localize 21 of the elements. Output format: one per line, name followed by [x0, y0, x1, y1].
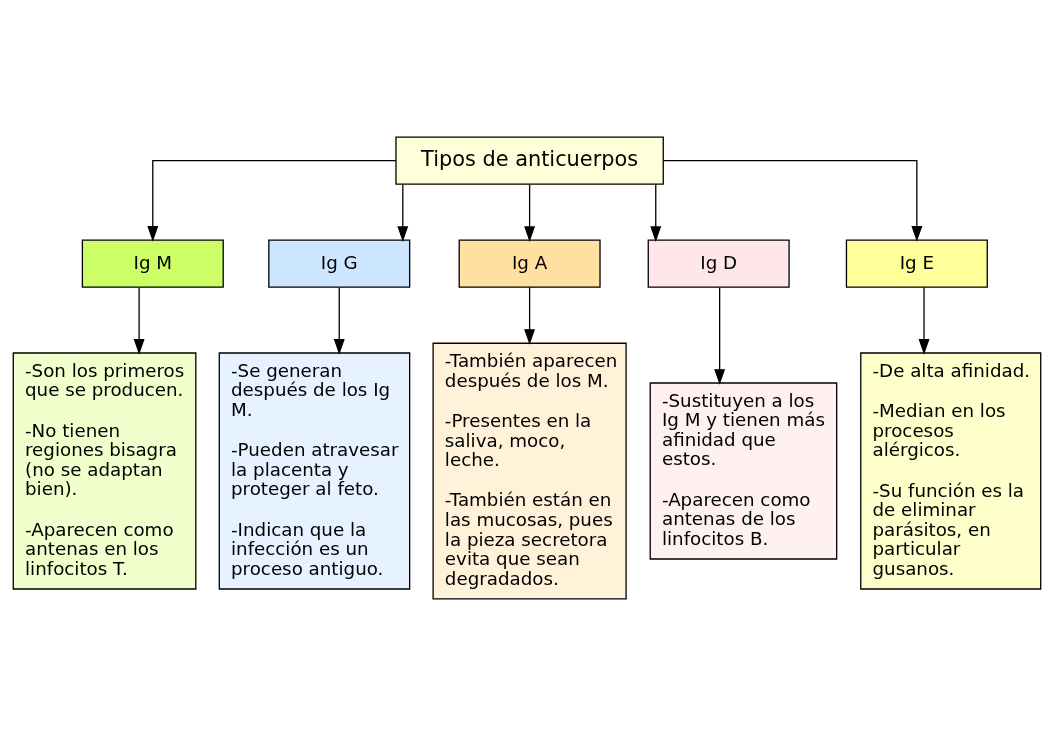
node-box: Ig M	[81, 239, 224, 288]
node-box: -También aparecen después de los M. -Presentes en la saliva, moco, leche. -También están en las mucosas, pues la pieza secretora evita que sean degradados.	[432, 342, 627, 600]
arrow	[524, 286, 536, 345]
node-box: Ig E	[845, 239, 988, 288]
arrow	[397, 183, 409, 242]
node-box: Ig A	[458, 239, 601, 288]
arrow	[524, 183, 536, 242]
node-box: Ig D	[647, 239, 790, 288]
arrow	[650, 183, 662, 242]
node-box: Tipos de anticuerpos	[395, 136, 664, 185]
arrow	[918, 286, 930, 355]
arrow	[133, 286, 145, 355]
arrow	[333, 286, 345, 355]
node-box: -De alta afinidad. -Median en los procesos alérgicos. -Su función es la de eliminar parásitos, en particular gusanos.	[860, 352, 1042, 590]
arrow	[147, 160, 397, 242]
node-box: -Son los primeros que se producen. -No tienen regiones bisagra (no se adaptan bien). -Aparecen como antenas en los linfocitos T.	[12, 352, 197, 590]
arrow	[714, 286, 726, 385]
arrow	[662, 160, 923, 242]
node-box: Ig G	[268, 239, 411, 288]
node-box: -Se generan después de los Ig M. -Pueden atravesar la placenta y proteger al feto. -Indican que la infección es un proceso antiguo.	[218, 352, 411, 590]
node-box: -Sustituyen a los Ig M y tienen más afinidad que estos. -Aparecen como antenas de los linfocitos B.	[649, 382, 838, 560]
